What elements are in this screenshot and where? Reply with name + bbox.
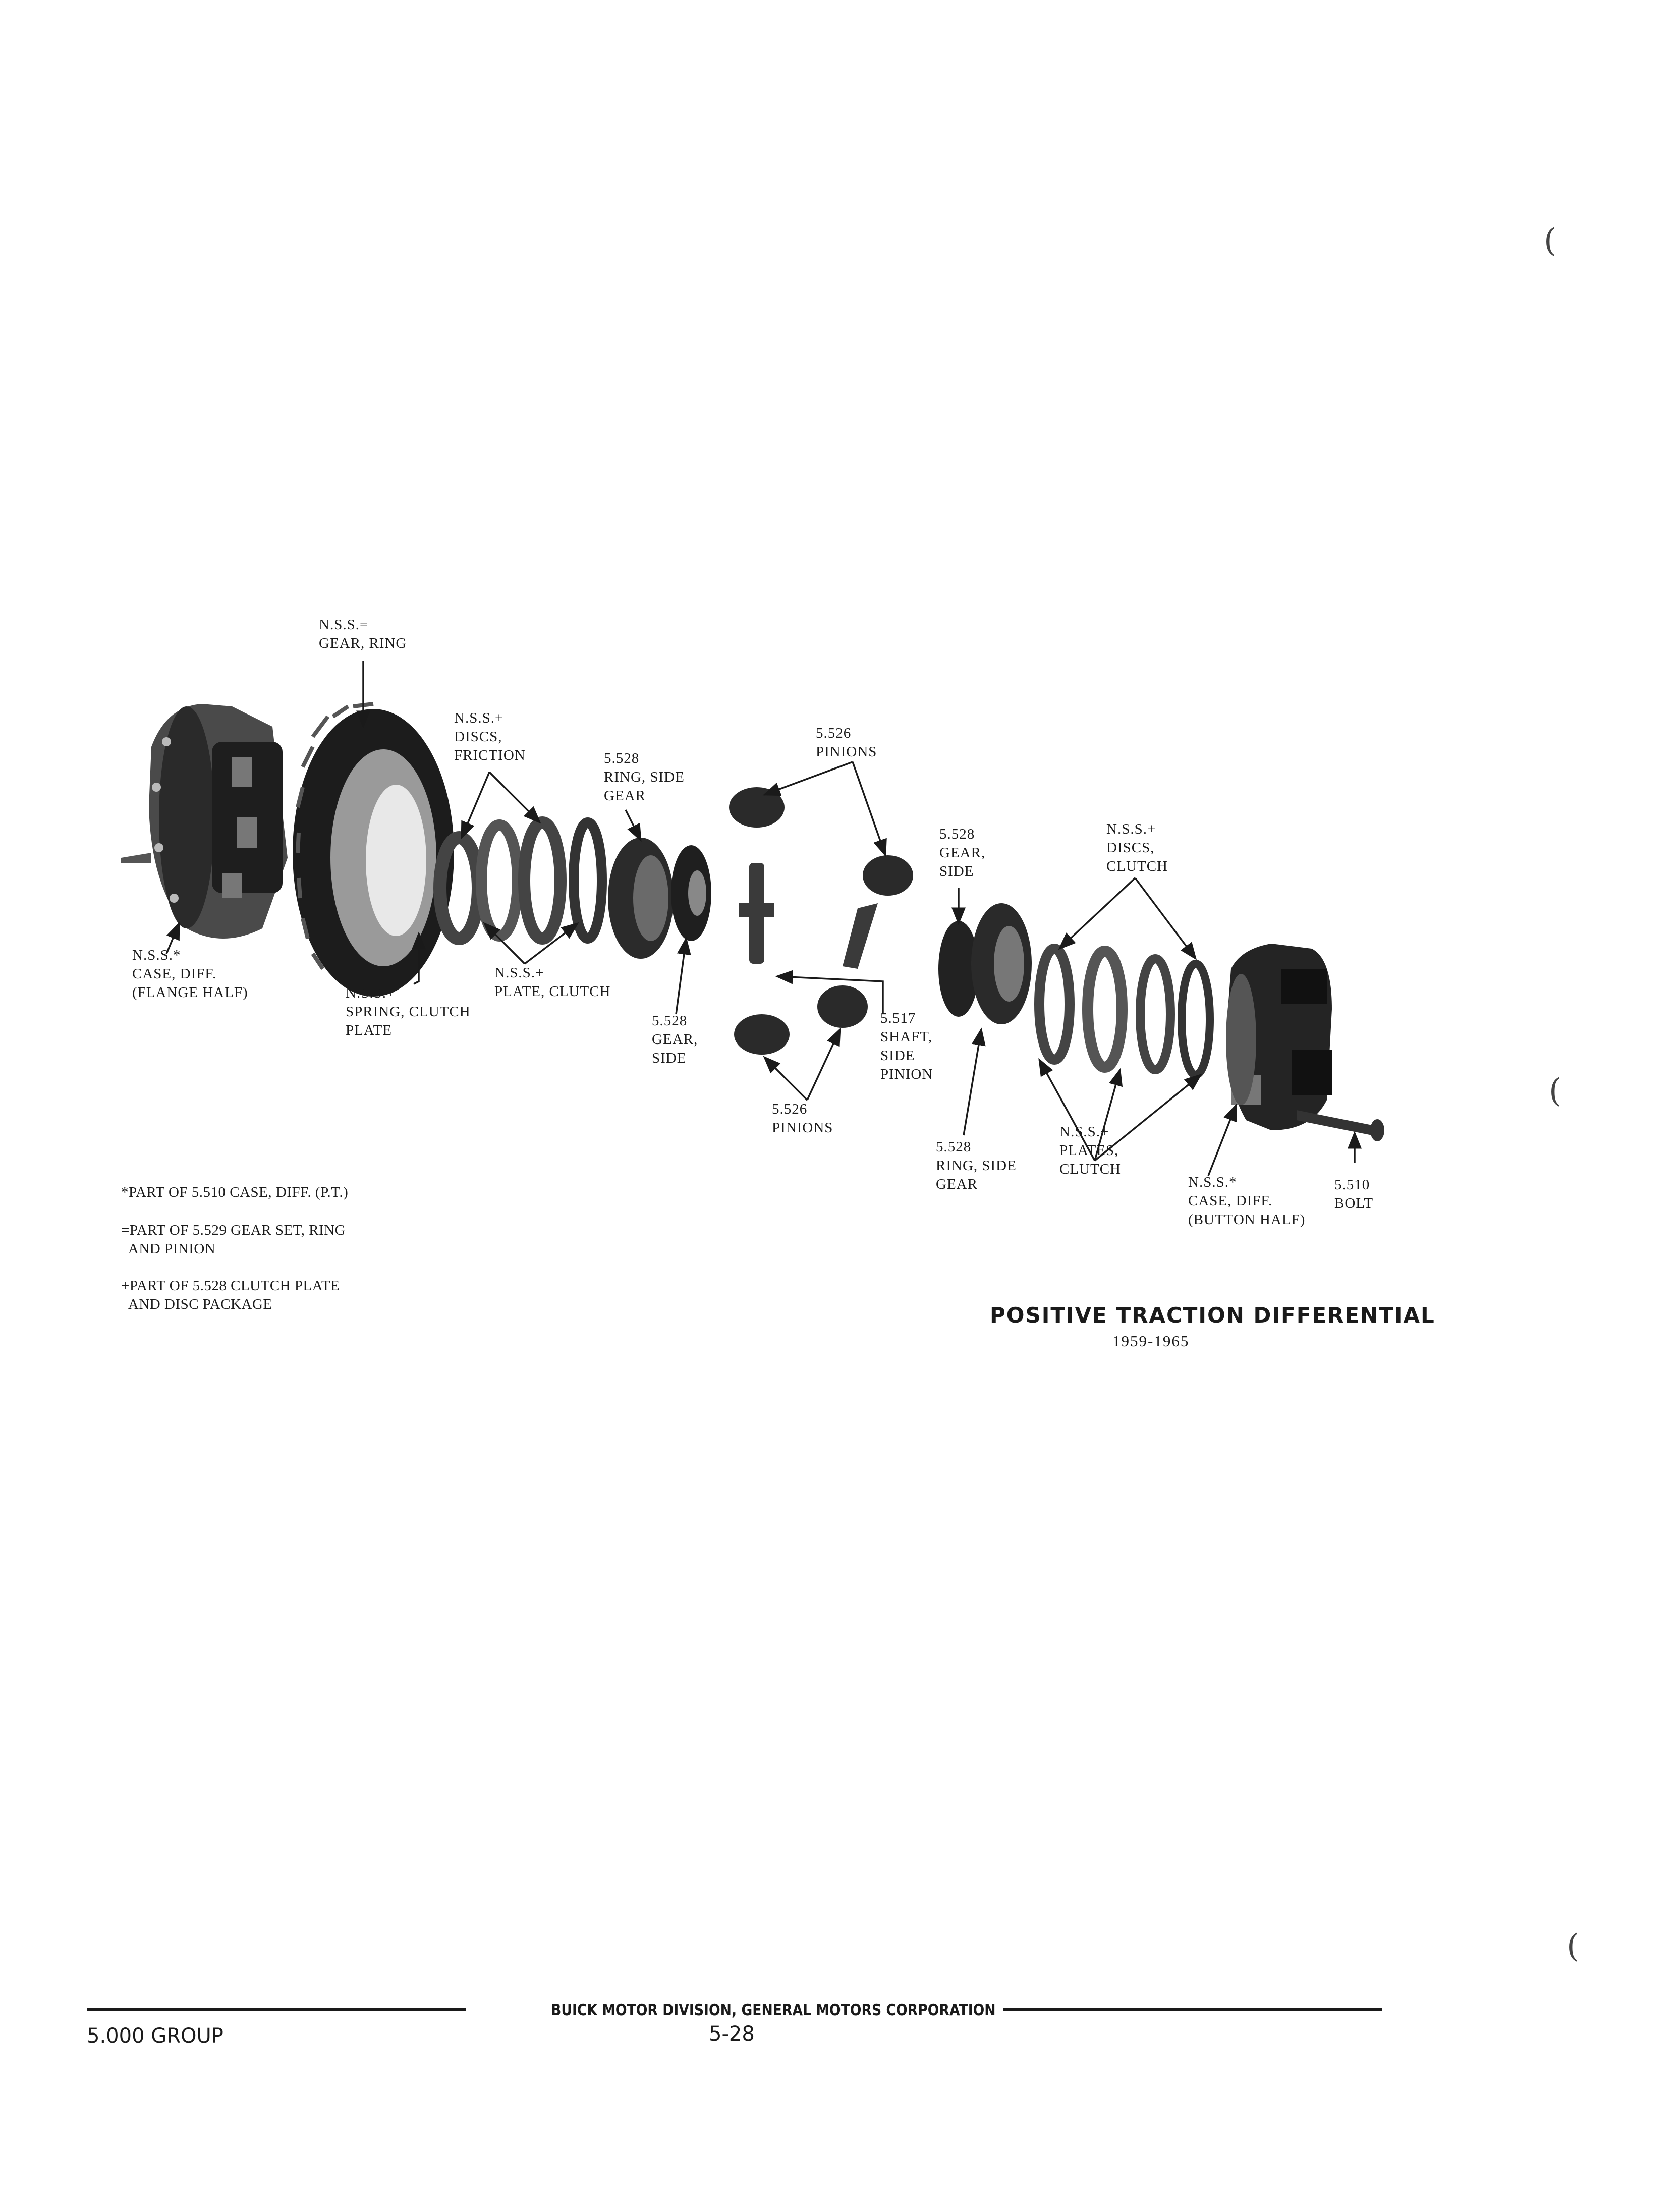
label-shaft-side-pinion: 5.517 SHAFT, SIDE PINION — [880, 1010, 933, 1082]
label-plates-clutch: N.S.S.+ PLATES, CLUTCH — [1059, 1124, 1121, 1177]
button-case-half — [1226, 944, 1332, 1130]
label-discs-clutch: N.S.S.+ DISCS, CLUTCH — [1106, 821, 1168, 874]
label-case-flange-half: N.S.S.* CASE, DIFF. (FLANGE HALF) — [132, 947, 248, 1001]
binder-mark-middle: ( — [1549, 1072, 1561, 1110]
footnote-equals: =PART OF 5.529 GEAR SET, RING AND PINION — [121, 1222, 346, 1257]
label-case-button-half: N.S.S.* CASE, DIFF. (BUTTON HALF) — [1188, 1174, 1306, 1228]
bolt-drawing — [1297, 1110, 1384, 1141]
clutch-discs-right — [1034, 944, 1214, 1079]
label-plate-clutch: N.S.S.+ PLATE, CLUTCH — [494, 965, 611, 1000]
label-pinions-bottom: 5.526 PINIONS — [772, 1101, 833, 1136]
side-ring-gear-left — [608, 838, 711, 959]
diagram-title: POSITIVE TRACTION DIFFERENTIAL — [990, 1303, 1435, 1328]
ring-gear-drawing — [293, 702, 454, 997]
footnote-star: *PART OF 5.510 CASE, DIFF. (P.T.) — [121, 1184, 349, 1200]
label-discs-friction: N.S.S.+ DISCS, FRICTION — [454, 710, 526, 763]
footer-division: BUICK MOTOR DIVISION, GENERAL MOTORS COR… — [551, 2001, 996, 2019]
label-gear-side-left: 5.528 GEAR, SIDE — [652, 1013, 698, 1066]
binder-mark-top: ( — [1544, 222, 1556, 259]
footer-rule-left — [87, 2008, 466, 2011]
leader-lines — [165, 661, 1362, 1176]
clutch-discs-left — [433, 816, 607, 945]
label-ring-side-gear-left: 5.528 RING, SIDE GEAR — [604, 750, 685, 804]
footer-rule-right — [1003, 2008, 1382, 2011]
diagram-years: 1959-1965 — [1112, 1332, 1190, 1350]
side-gear-right — [938, 903, 1032, 1024]
label-gear-side-right: 5.528 GEAR, SIDE — [939, 826, 986, 880]
label-ring-side-gear-right: 5.528 RING, SIDE GEAR — [936, 1139, 1017, 1192]
label-ring-gear: N.S.S.= GEAR, RING — [319, 617, 407, 651]
footnote-plus: +PART OF 5.528 CLUTCH PLATE AND DISC PAC… — [121, 1278, 340, 1312]
flange-case-half — [121, 704, 288, 939]
label-spring-clutch-plate: N.S.S.+ SPRING, CLUTCH PLATE — [346, 985, 471, 1038]
pinions-and-shaft — [729, 787, 913, 1055]
binder-mark-bottom: ( — [1566, 1928, 1579, 1965]
footer-page-number: 5-28 — [709, 2022, 755, 2046]
footer-group: 5.000 GROUP — [87, 2024, 223, 2048]
label-pinions-top: 5.526 PINIONS — [816, 725, 877, 760]
label-bolt: 5.510 BOLT — [1334, 1177, 1374, 1212]
